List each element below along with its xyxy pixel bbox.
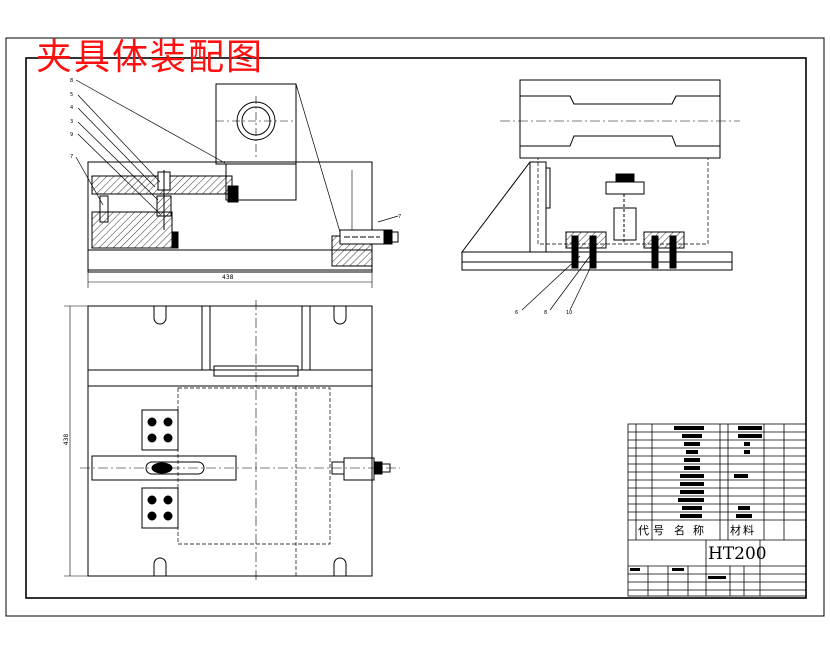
- dimension-width: 438: [222, 274, 234, 281]
- svg-text:3: 3: [70, 119, 73, 125]
- dimension-height: 438: [63, 433, 71, 446]
- svg-text:10: 10: [566, 310, 572, 316]
- front-view: [75, 79, 399, 288]
- drawing-title: 夹具体装配图: [36, 37, 265, 78]
- header-code: 代号: [638, 524, 668, 537]
- side-view: [460, 79, 740, 311]
- material-label: HT200: [708, 544, 767, 564]
- header-material: 材料: [730, 524, 756, 537]
- svg-text:6: 6: [515, 310, 518, 316]
- svg-text:8: 8: [544, 310, 547, 316]
- svg-text:9: 9: [70, 132, 73, 138]
- header-name: 名称: [674, 524, 712, 537]
- svg-text:8: 8: [70, 78, 73, 84]
- inner-border: [25, 57, 807, 599]
- front-view-labels: 8 5 4 3 9 7 7: [70, 78, 401, 220]
- svg-text:5: 5: [70, 92, 73, 98]
- parts-list: [627, 423, 807, 597]
- parts-list-rows: [630, 426, 762, 579]
- top-view: [64, 300, 400, 582]
- svg-text:4: 4: [70, 105, 73, 111]
- svg-text:7: 7: [398, 214, 401, 220]
- side-view-labels: 6 8 10: [515, 310, 572, 316]
- svg-text:7: 7: [70, 154, 73, 160]
- outer-border: [5, 37, 825, 617]
